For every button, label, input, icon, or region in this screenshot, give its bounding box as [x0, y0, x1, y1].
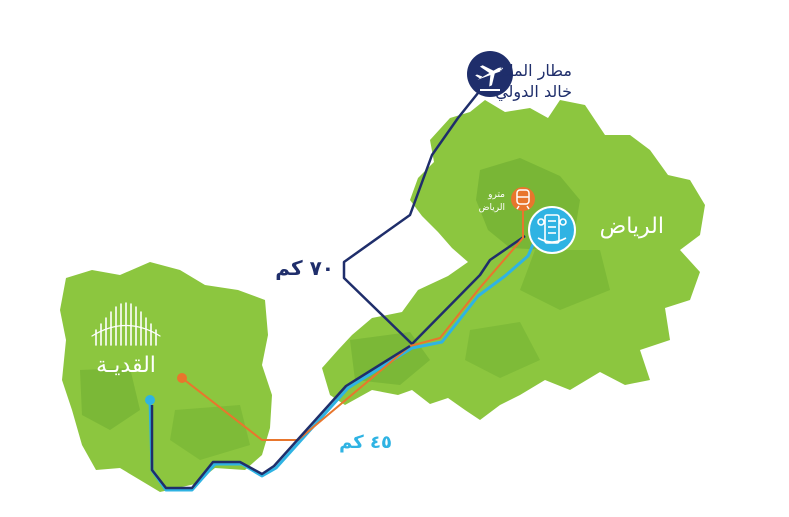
qiddiya-logo — [91, 302, 161, 346]
riyadh-name: الرياض — [600, 214, 664, 239]
metro-badge — [511, 187, 535, 211]
qiddiya-road-dot — [145, 395, 155, 405]
riyadh-badge — [528, 206, 576, 254]
road-route-line — [148, 239, 537, 492]
metro-name-line2: الرياض — [479, 203, 505, 213]
train-icon — [516, 189, 530, 210]
airport-badge — [467, 51, 513, 97]
airport-name-line1: مطار الملك — [495, 61, 572, 81]
airplane-icon — [475, 65, 504, 87]
qiddiya-logo-text: القديـة — [96, 353, 156, 378]
riyadh-distance-label: ٤٥ كم — [339, 432, 392, 453]
airport-name-line2: خالد الدولي — [495, 82, 572, 102]
airport-route-overlay — [150, 344, 411, 490]
qiddiya-metro-dot — [177, 373, 187, 383]
airport-distance-label: ٧٠ كم — [275, 256, 334, 280]
metro-route-line — [181, 206, 524, 441]
metro-name-line1: مترو — [487, 190, 505, 200]
airport-route-line — [342, 77, 526, 346]
riyadh-landmark-icon — [537, 214, 567, 244]
qiddiya-land — [60, 262, 272, 492]
